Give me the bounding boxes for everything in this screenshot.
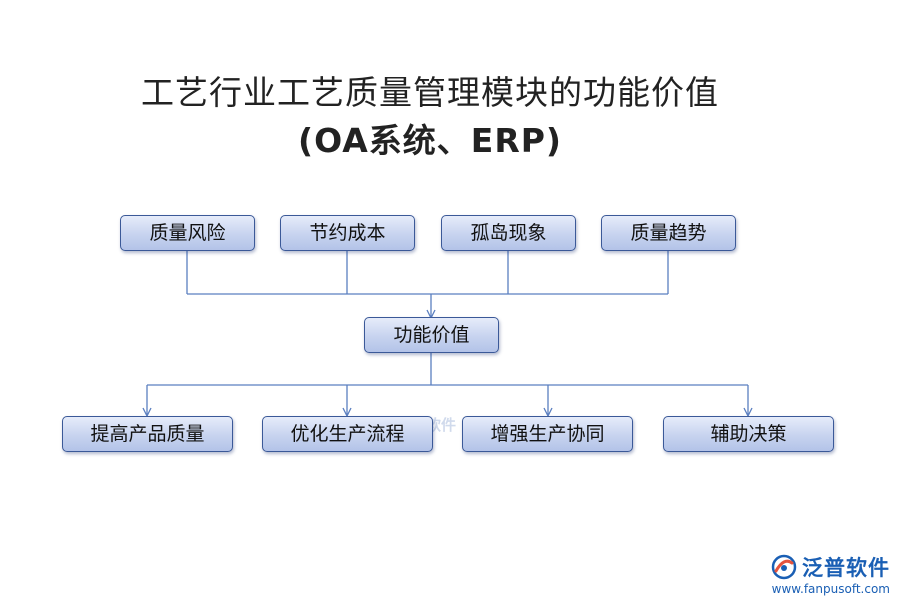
node-island-phenomenon: 孤岛现象: [441, 215, 576, 251]
node-quality-trend: 质量趋势: [601, 215, 736, 251]
fanpu-logo-icon: [771, 554, 797, 580]
brand-name: 泛普软件: [802, 556, 890, 580]
node-decision-support: 辅助决策: [663, 416, 834, 452]
node-optimize-process: 优化生产流程: [262, 416, 433, 452]
node-function-value: 功能价值: [364, 317, 499, 353]
node-enhance-collaboration: 增强生产协同: [462, 416, 633, 452]
diagram-subtitle: (OA系统、ERP): [297, 121, 562, 160]
node-cost-saving: 节约成本: [280, 215, 415, 251]
node-quality-risk: 质量风险: [120, 215, 255, 251]
diagram-title: 工艺行业工艺质量管理模块的功能价值: [141, 73, 719, 112]
node-improve-quality: 提高产品质量: [62, 416, 233, 452]
brand-url: www.fanpusoft.com: [771, 582, 890, 596]
brand-logo-block: 泛普软件 www.fanpusoft.com: [770, 552, 890, 596]
